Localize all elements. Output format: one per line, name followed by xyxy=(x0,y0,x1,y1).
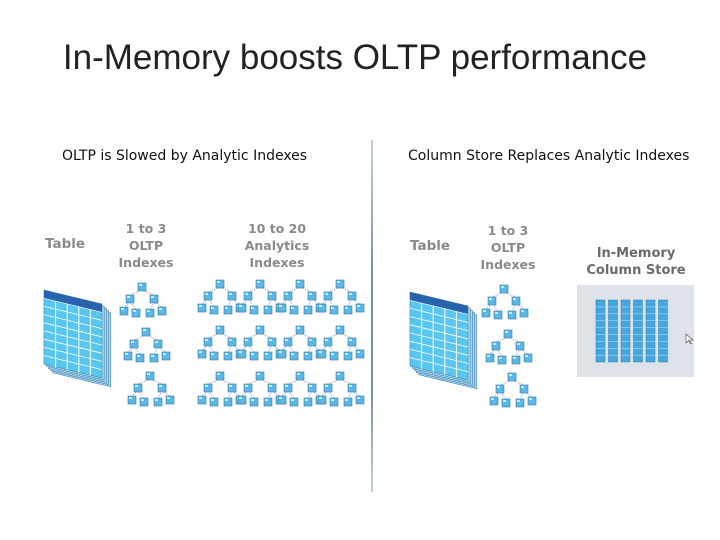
left-analytic-index-icon xyxy=(317,371,365,407)
left-analytic-index-icon xyxy=(237,371,285,407)
left-oltp-index-icon xyxy=(123,327,171,363)
left-analytic-index-icon xyxy=(197,279,245,315)
column-store-label: In-Memory Column Store xyxy=(586,246,686,278)
left-table-label: Table xyxy=(45,236,86,252)
right-panel-heading: Column Store Replaces Analytic Indexes xyxy=(408,148,690,164)
slide-title: In-Memory boosts OLTP performance xyxy=(62,38,648,77)
left-analytic-index-icon xyxy=(277,325,325,361)
right-table-icon xyxy=(409,291,478,390)
right-oltp-index-icon xyxy=(481,284,529,320)
left-table-icon xyxy=(43,289,112,388)
mouse-cursor-icon xyxy=(685,333,694,345)
right-table-label: Table xyxy=(410,238,451,254)
left-analytic-index-icon xyxy=(317,279,365,315)
right-oltp-index-icon xyxy=(485,329,533,365)
left-analytic-index-icon xyxy=(197,325,245,361)
left-panel-heading: OLTP is Slowed by Analytic Indexes xyxy=(62,148,308,164)
left-analytic-indexes-label: 10 to 20 Analytics Indexes xyxy=(244,221,310,270)
left-analytic-index-icon xyxy=(277,371,325,407)
left-analytic-index-icon xyxy=(237,279,285,315)
right-oltp-indexes-label: 1 to 3 OLTP Indexes xyxy=(480,223,536,272)
left-analytic-index-icon xyxy=(277,279,325,315)
left-oltp-indexes-label: 1 to 3 OLTP Indexes xyxy=(118,221,174,270)
panel-divider xyxy=(371,140,373,492)
left-analytic-index-icon xyxy=(317,325,365,361)
left-oltp-index-icon xyxy=(119,282,167,318)
column-store-bars xyxy=(595,299,668,363)
right-oltp-index-icon xyxy=(489,372,537,408)
left-oltp-index-icon xyxy=(127,371,175,407)
left-analytic-index-icon xyxy=(237,325,285,361)
left-analytic-index-icon xyxy=(197,371,245,407)
